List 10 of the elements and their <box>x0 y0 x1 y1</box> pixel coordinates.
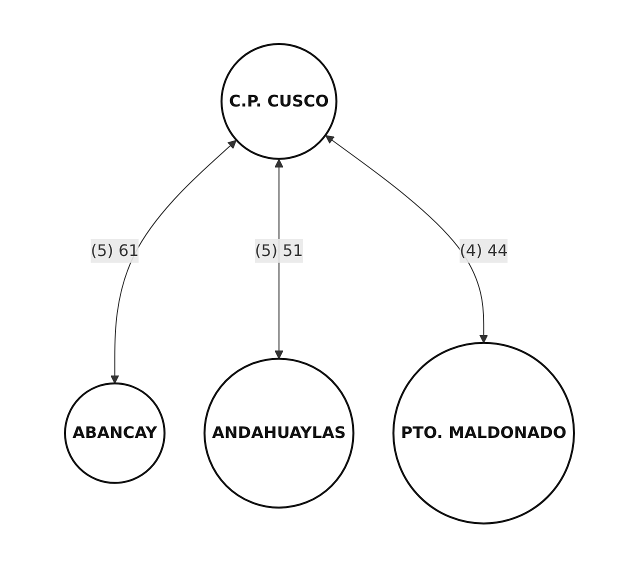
node-circle: C.P. CUSCO <box>220 43 338 160</box>
arrow <box>274 159 284 360</box>
node-circle: PTO. MALDONADO <box>392 342 575 525</box>
node-circle: ANDAHUAYLAS <box>204 358 354 509</box>
node-circle: ABANCAY <box>64 382 166 484</box>
arrow <box>110 140 237 384</box>
edge-label: (5) 51 <box>254 241 304 260</box>
edge-label: (5) 61 <box>90 241 139 260</box>
edge-label: (4) 44 <box>460 241 508 260</box>
arrow <box>325 135 488 344</box>
